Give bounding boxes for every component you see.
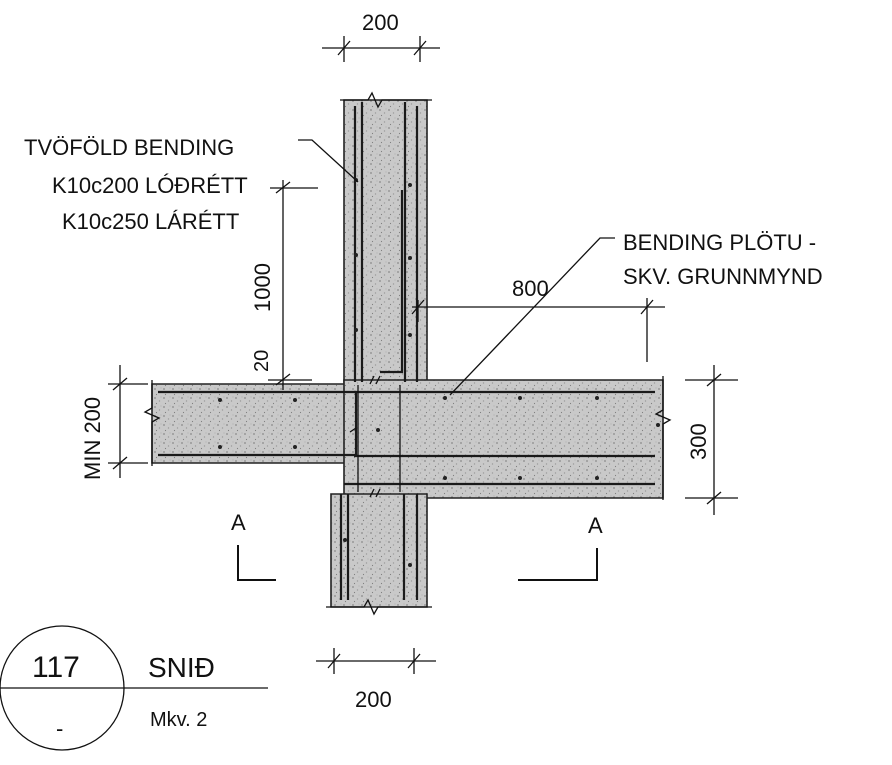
break-line-left (143, 380, 161, 466)
drawing-title: SNIÐ (148, 652, 215, 683)
section-mark-right-symbol (518, 548, 598, 581)
break-line-bottom (326, 598, 432, 616)
joint-marks (349, 375, 381, 498)
dim-cover-label: 20 (251, 350, 273, 372)
break-line-top (340, 91, 432, 109)
dim-anchor-length-label: 800 (512, 276, 549, 301)
wall-rebar-note-2: K10c200 LÓÐRÉTT (52, 173, 248, 198)
dim-wall-bottom (316, 648, 436, 674)
break-line-right (654, 376, 672, 500)
left-slab (151, 383, 357, 464)
dim-wall-top (322, 36, 440, 62)
section-mark-right: A (588, 513, 603, 538)
slab-rebar-leader (449, 237, 615, 396)
dim-wall-top-label: 200 (362, 10, 399, 35)
dim-min-slab (108, 365, 148, 478)
section-mark-left-symbol (237, 545, 276, 581)
wall-anchor-bar (380, 190, 404, 374)
lower-wall (330, 493, 428, 608)
dim-slab-thickness (685, 365, 738, 515)
upper-wall (343, 99, 428, 383)
section-mark-left: A (231, 510, 246, 535)
dim-slab-thickness-label: 300 (686, 423, 711, 460)
detail-number: 117 (32, 651, 80, 684)
slab-rebar-note-1: BENDING PLÖTU - (623, 230, 816, 255)
dim-wall-bottom-label: 200 (355, 687, 392, 712)
rebar-dots (218, 178, 660, 567)
right-slab (343, 379, 664, 499)
wall-rebar-note-1: TVÖFÖLD BENDING (24, 135, 234, 160)
dim-anchor-length (411, 298, 665, 362)
dim-lap-length-label: 1000 (250, 263, 275, 312)
drawing-scale: Mkv. 2 (150, 709, 207, 731)
dim-min-slab-label: MIN 200 (80, 397, 105, 480)
dim-lap-length (268, 180, 318, 390)
sheet-reference: - (56, 716, 63, 741)
wall-rebar-leader (298, 139, 359, 183)
title-block (0, 625, 268, 751)
wall-rebar-note-3: K10c250 LÁRÉTT (62, 209, 239, 234)
slab-rebar-note-2: SKV. GRUNNMYND (623, 264, 823, 289)
